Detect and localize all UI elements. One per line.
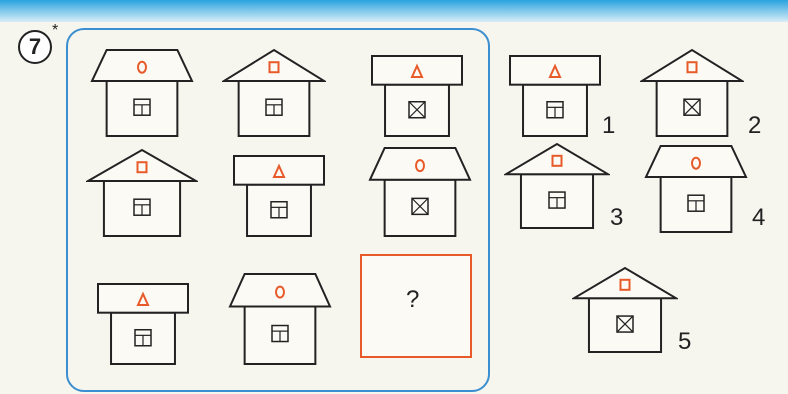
house-roof-flat (98, 284, 188, 313)
house-body (385, 180, 456, 236)
house-g2 (222, 46, 326, 138)
house-option-4[interactable] (644, 142, 748, 234)
house-drawing (504, 140, 610, 230)
house-drawing (222, 46, 326, 138)
house-drawing (508, 52, 602, 138)
house-drawing (370, 52, 464, 138)
house-option-3[interactable] (504, 140, 610, 230)
house-body (657, 81, 728, 136)
house-option-5[interactable] (572, 264, 678, 354)
house-option-2[interactable] (640, 46, 744, 138)
house-roof-trapezoid (370, 148, 470, 180)
house-g6 (368, 144, 472, 238)
house-roof-triangle (224, 50, 324, 81)
house-option-1[interactable] (508, 52, 602, 138)
house-drawing (228, 270, 332, 366)
house-roof-triangle (506, 144, 608, 174)
house-roof-triangle (574, 268, 676, 298)
house-g7 (96, 280, 190, 366)
house-drawing (232, 152, 326, 238)
answer-placeholder-box[interactable]: ? (360, 254, 472, 358)
house-g8 (228, 270, 332, 366)
house-g5 (232, 152, 326, 238)
house-body (589, 298, 661, 352)
house-roof-triangle (88, 150, 196, 181)
house-g1 (90, 46, 194, 138)
house-drawing (644, 142, 748, 234)
house-roof-trapezoid (92, 50, 192, 81)
house-drawing (368, 144, 472, 238)
house-roof-flat (234, 156, 324, 185)
house-g4 (86, 146, 198, 238)
option-label-5: 5 (678, 328, 691, 356)
house-roof-triangle (642, 50, 742, 81)
house-g3 (370, 52, 464, 138)
house-drawing (86, 146, 198, 238)
task-star: * (52, 22, 58, 40)
option-label-2: 2 (748, 112, 761, 140)
house-roof-flat (510, 56, 600, 85)
task-number: 7 (18, 30, 52, 64)
option-label-1: 1 (602, 112, 615, 140)
house-drawing (90, 46, 194, 138)
house-roof-flat (372, 56, 462, 85)
option-label-3: 3 (610, 204, 623, 232)
house-drawing (96, 280, 190, 366)
header-band (0, 0, 788, 22)
house-roof-trapezoid (230, 274, 330, 306)
house-drawing (572, 264, 678, 354)
option-label-4: 4 (752, 204, 765, 232)
house-drawing (640, 46, 744, 138)
question-mark: ? (406, 286, 419, 314)
house-roof-trapezoid (646, 146, 746, 177)
task-number-text: 7 (29, 34, 41, 60)
